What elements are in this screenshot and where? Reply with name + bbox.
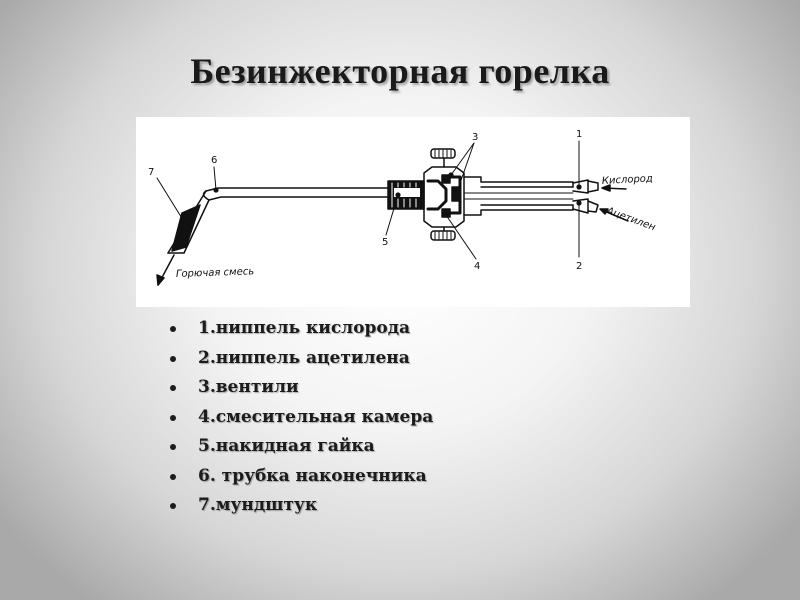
mixture-label: Горючая смесь: [176, 266, 255, 280]
acetylene-valve-wheel: [430, 226, 456, 241]
torch-diagram: 1 2 3 4 5 6 7 Кислород Ацетилен Горючая …: [136, 117, 690, 307]
bullet-icon: [170, 473, 176, 480]
legend-item: 6. трубка наконечника: [168, 462, 433, 492]
bullet-icon: [170, 385, 176, 391]
oxygen-inflow-arrow: [601, 184, 627, 192]
legend-text: 3.вентили: [198, 377, 299, 397]
acetylene-inflow-arrow: [599, 208, 629, 222]
legend-item: 2.ниппель ацетилена: [168, 344, 433, 374]
legend-text: 1.ниппель кислорода: [198, 318, 411, 338]
bullet-icon: [170, 503, 176, 509]
union-nut: [387, 180, 425, 210]
valve-body: [423, 166, 465, 228]
oxygen-label: Кислород: [602, 173, 654, 187]
legend-text: 7.мундштук: [198, 495, 318, 515]
bullet-icon: [170, 326, 176, 332]
oxygen-valve-wheel: [430, 148, 456, 168]
legend-item: 1.ниппель кислорода: [168, 314, 433, 344]
legend-item: 3.вентили: [168, 373, 433, 403]
bullet-icon: [170, 355, 176, 362]
legend-text: 2.ниппель ацетилена: [198, 347, 410, 368]
callout-2: 2: [576, 261, 582, 272]
acetylene-nipple: [572, 198, 599, 214]
legend-item: 5.накидная гайка: [168, 432, 433, 462]
acetylene-label: Ацетилен: [604, 205, 657, 233]
tip-tube: [205, 187, 389, 192]
torch-drawing: 1 2 3 4 5 6 7 Кислород Ацетилен Горючая …: [148, 129, 657, 286]
legend-item: 7.мундштук: [168, 491, 433, 521]
callout-6: 6: [211, 155, 217, 166]
callout-5: 5: [382, 237, 388, 248]
handle: [463, 176, 574, 216]
bullet-icon: [170, 414, 176, 421]
mixture-arrow: [156, 254, 175, 286]
legend-item: 4.смесительная камера: [168, 403, 433, 433]
bullet-icon: [170, 444, 176, 450]
oxygen-nipple: [572, 179, 599, 194]
callout-7: 7: [148, 167, 154, 178]
parts-legend: 1.ниппель кислорода 2.ниппель ацетилена …: [168, 314, 433, 521]
legend-text: 6. трубка наконечника: [198, 465, 427, 486]
slide-title: Безинжекторная горелка: [190, 51, 610, 91]
nozzle: [167, 190, 210, 254]
callout-3: 3: [472, 132, 478, 143]
callout-4: 4: [474, 261, 480, 272]
callout-1: 1: [576, 129, 582, 140]
legend-text: 4.смесительная камера: [198, 406, 434, 427]
legend-text: 5.накидная гайка: [198, 436, 375, 456]
